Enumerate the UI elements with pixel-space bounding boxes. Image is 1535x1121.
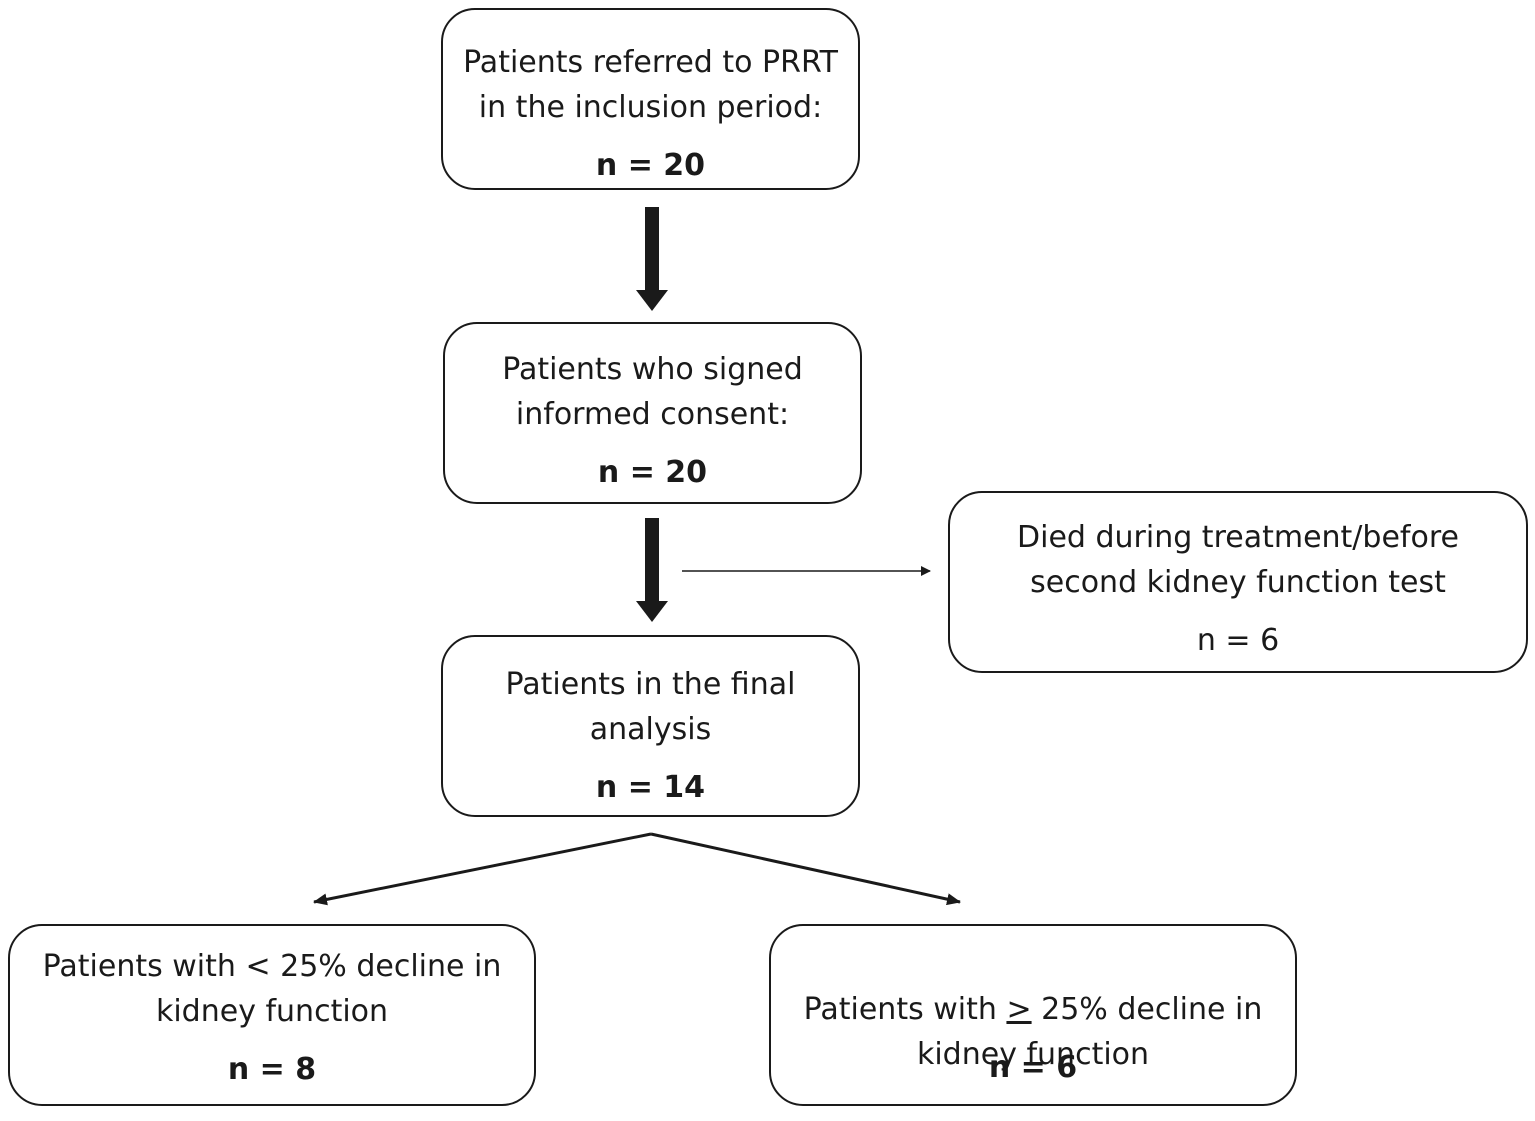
arrow-final-to-low-decline	[313, 832, 652, 906]
node-high-decline-label: Patients with > 25% decline in kidney fun…	[771, 942, 1295, 1077]
node-consent-count: n = 20	[597, 455, 708, 490]
arrow-final-to-high-decline	[650, 832, 961, 906]
node-low-decline-label: Patients with < 25% decline in kidney fu…	[42, 949, 502, 1029]
node-final-count: n = 14	[595, 770, 706, 805]
node-final-label: Patients in the final analysis	[505, 667, 796, 747]
node-high-decline-label-symbol: >	[1006, 992, 1032, 1027]
node-consent: Patients who signed informed consent: n …	[443, 322, 862, 504]
node-consent-label: Patients who signed informed consent:	[502, 352, 803, 432]
node-referred-label: Patients referred to PRRT in the inclusi…	[463, 45, 838, 125]
node-high-decline-label-suffix: 25% decline in	[1031, 992, 1263, 1027]
node-low-decline-count: n = 8	[227, 1052, 317, 1087]
node-low-decline: Patients with < 25% decline in kidney fu…	[8, 924, 536, 1106]
node-high-decline: Patients with > 25% decline in kidney fun…	[769, 924, 1297, 1106]
arrow-consent-to-final	[636, 518, 668, 622]
node-referred: Patients referred to PRRT in the inclusi…	[441, 8, 860, 190]
node-high-decline-label-prefix: Patients with	[803, 992, 1007, 1027]
node-referred-count: n = 20	[595, 148, 706, 183]
node-died-count: n = 6	[1196, 623, 1280, 658]
node-died-label: Died during treatment/before second kidn…	[1017, 520, 1459, 600]
arrow-referred-to-consent	[636, 207, 668, 311]
node-high-decline-count: n = 6	[988, 1050, 1078, 1085]
node-final: Patients in the final analysis n = 14	[441, 635, 860, 817]
node-died: Died during treatment/before second kidn…	[948, 491, 1528, 673]
node-high-decline-label-line2: kidney function	[916, 1037, 1150, 1072]
